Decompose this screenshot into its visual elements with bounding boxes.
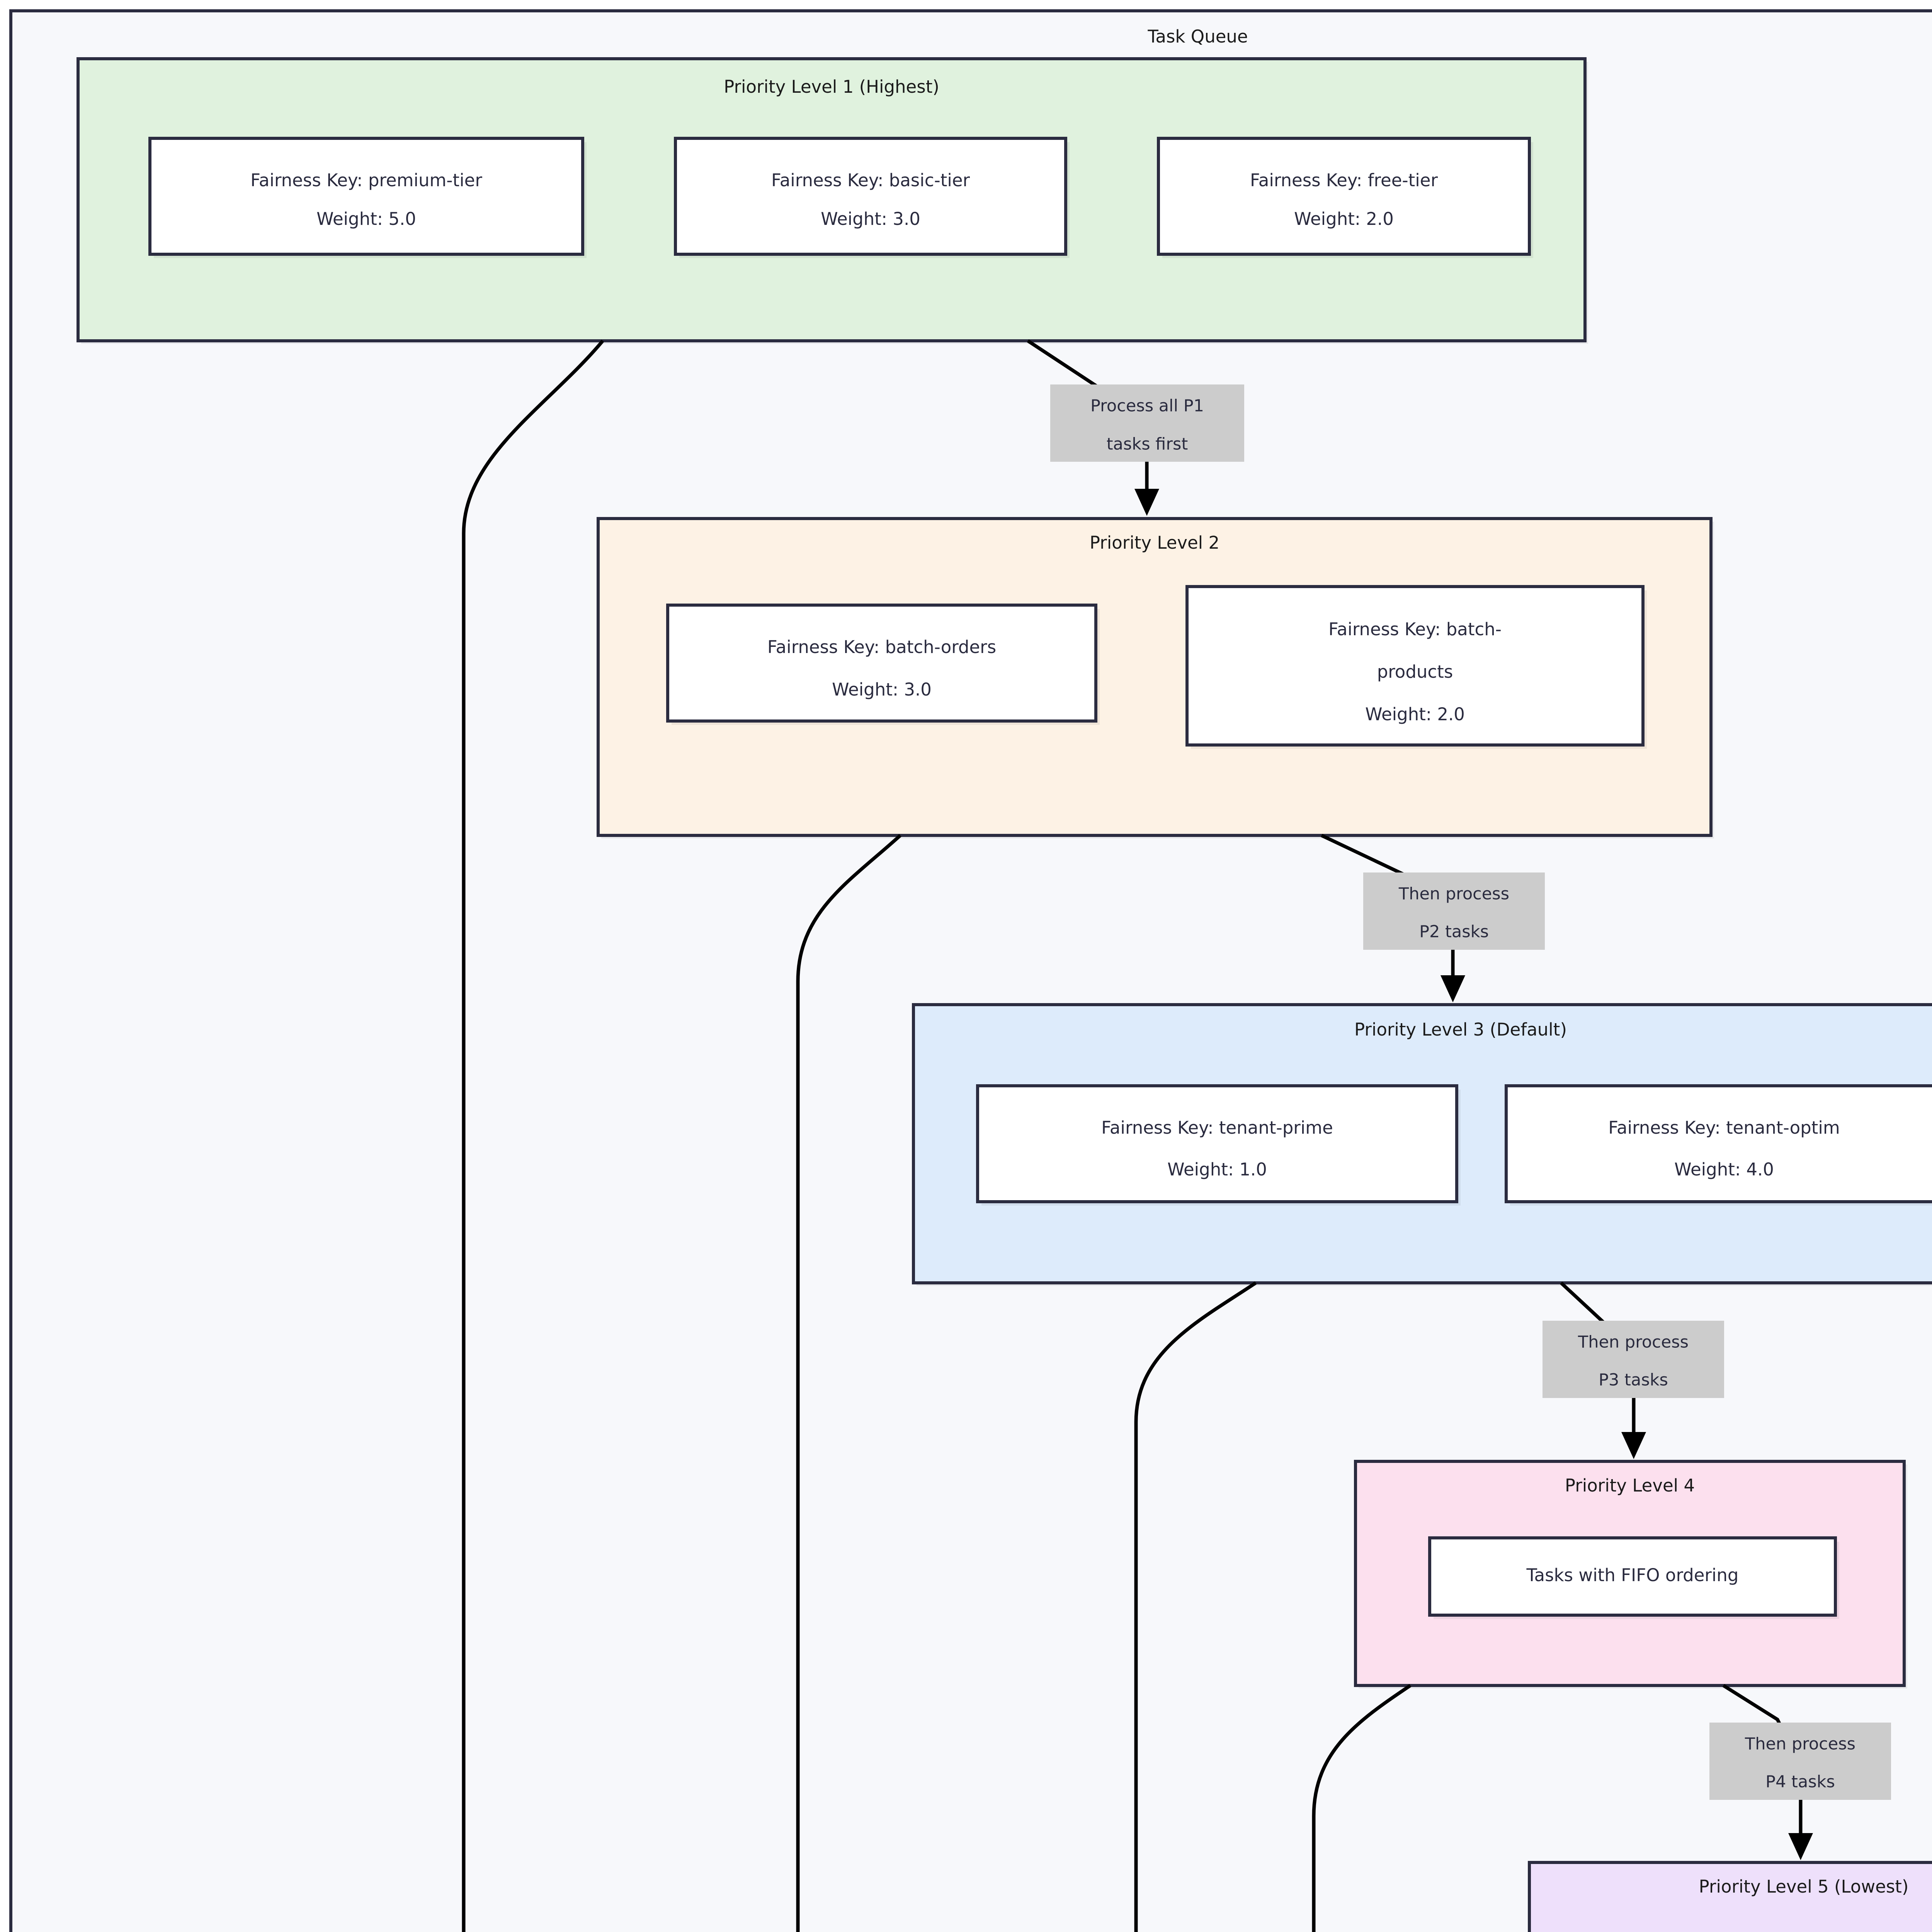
edge-label-then-process-p4: Then process P4 tasks: [1709, 1723, 1891, 1800]
edge-label-3-bg: [1543, 1321, 1724, 1398]
edge-p2-workers-path: [796, 834, 902, 1932]
node-p4-fifo[interactable]: Tasks with FIFO ordering: [1428, 1536, 1839, 1619]
p1n1-line1: Fairness Key: premium-tier: [250, 170, 482, 190]
cluster-priority-3: Priority Level 3 (Default) Fairness Key:…: [912, 1003, 1932, 1286]
edge-label-1-bg: [1050, 384, 1244, 462]
p3-title: Priority Level 3 (Default): [1354, 1019, 1567, 1040]
edge-label-1-line1: Process all P1: [1090, 396, 1204, 416]
cluster-priority-4: Priority Level 4 Tasks with FIFO orderin…: [1354, 1460, 1907, 1689]
p1n1-rect[interactable]: [148, 137, 584, 256]
p3n2-line2: Weight: 4.0: [1674, 1159, 1774, 1180]
p2n2-rect[interactable]: [1185, 585, 1645, 747]
p2n1-rect[interactable]: [666, 604, 1097, 723]
edge-p2-p3-arrowhead: [1440, 975, 1465, 1002]
p3n2-rect[interactable]: [1505, 1084, 1932, 1203]
node-p3-tenant-prime[interactable]: Fairness Key: tenant-prime Weight: 1.0: [976, 1084, 1461, 1206]
edge-label-then-process-p2: Then process P2 tasks: [1363, 872, 1545, 950]
p2n1-line2: Weight: 3.0: [832, 679, 932, 700]
edge-label-1-line2: tasks first: [1107, 435, 1188, 454]
edge-p3-to-workers: [1134, 1281, 1257, 1932]
task-queue-title: Task Queue: [1147, 26, 1248, 47]
edge-label-3-line2: P3 tasks: [1599, 1371, 1668, 1390]
p3n1-rect[interactable]: [976, 1084, 1458, 1203]
p3n1-line1: Fairness Key: tenant-prime: [1101, 1117, 1333, 1138]
p2-title: Priority Level 2: [1090, 532, 1219, 553]
edge-p4-to-workers: [1312, 1684, 1412, 1932]
edge-label-4-line1: Then process: [1745, 1735, 1855, 1754]
p3n2-line1: Fairness Key: tenant-optim: [1608, 1117, 1840, 1138]
node-p1-premium-tier[interactable]: Fairness Key: premium-tier Weight: 5.0: [148, 137, 587, 258]
edge-label-2-line1: Then process: [1398, 884, 1509, 904]
p2n2-line1: Fairness Key: batch-: [1328, 619, 1502, 639]
edge-p2-to-workers: [796, 834, 902, 1932]
edge-label-2-line2: P2 tasks: [1419, 922, 1489, 942]
node-p2-batch-products[interactable]: Fairness Key: batch- products Weight: 2.…: [1185, 585, 1647, 749]
edge-p3-p4-arrowhead: [1621, 1432, 1646, 1459]
p2n1-line1: Fairness Key: batch-orders: [767, 637, 996, 657]
p1n2-line2: Weight: 3.0: [821, 209, 920, 229]
p5-title: Priority Level 5 (Lowest): [1699, 1876, 1909, 1897]
edge-label-4-bg: [1709, 1723, 1891, 1800]
p1n3-line2: Weight: 2.0: [1294, 209, 1394, 229]
p1n3-rect[interactable]: [1157, 137, 1531, 256]
edge-label-4-line2: P4 tasks: [1765, 1772, 1835, 1792]
edge-label-2-bg: [1363, 872, 1545, 950]
p4n1-rect[interactable]: [1428, 1536, 1837, 1617]
edge-label-then-process-p3: Then process P3 tasks: [1543, 1321, 1724, 1398]
p1-title: Priority Level 1 (Highest): [724, 77, 939, 97]
p4n1-line1: Tasks with FIFO ordering: [1526, 1565, 1739, 1585]
cluster-priority-1: Priority Level 1 (Highest) Fairness Key:…: [77, 57, 1588, 344]
node-p2-batch-orders[interactable]: Fairness Key: batch-orders Weight: 3.0: [666, 604, 1100, 725]
p1n2-rect[interactable]: [674, 137, 1067, 256]
node-p1-free-tier[interactable]: Fairness Key: free-tier Weight: 2.0: [1157, 137, 1533, 258]
p2n2-line2: products: [1377, 662, 1453, 682]
node-p3-tenant-optim[interactable]: Fairness Key: tenant-optim Weight: 4.0: [1505, 1084, 1932, 1206]
edge-p1-workers-path: [462, 340, 604, 1932]
p4-title: Priority Level 4: [1565, 1475, 1695, 1496]
p2n2-line3: Weight: 2.0: [1365, 704, 1465, 724]
p1n3-line1: Fairness Key: free-tier: [1250, 170, 1438, 190]
edge-p1-p2-arrowhead: [1134, 489, 1159, 516]
p3n1-line2: Weight: 1.0: [1167, 1159, 1267, 1180]
edge-p4-p5-arrowhead: [1788, 1833, 1813, 1860]
edge-p1-to-workers: [462, 340, 604, 1932]
p1n2-line1: Fairness Key: basic-tier: [771, 170, 970, 190]
p5-rect: [1528, 1861, 1932, 1932]
p1n1-line2: Weight: 5.0: [316, 209, 416, 229]
edge-label-3-line1: Then process: [1578, 1333, 1689, 1352]
edge-p3-workers-path: [1134, 1281, 1257, 1932]
cluster-priority-5: Priority Level 5 (Lowest) Tasks with FIF…: [1528, 1861, 1932, 1932]
cluster-priority-2: Priority Level 2 Fairness Key: batch-ord…: [597, 517, 1714, 838]
node-p1-basic-tier[interactable]: Fairness Key: basic-tier Weight: 3.0: [674, 137, 1070, 258]
edge-p4-workers-path: [1312, 1684, 1412, 1932]
edge-label-process-all-p1: Process all P1 tasks first: [1050, 384, 1244, 462]
